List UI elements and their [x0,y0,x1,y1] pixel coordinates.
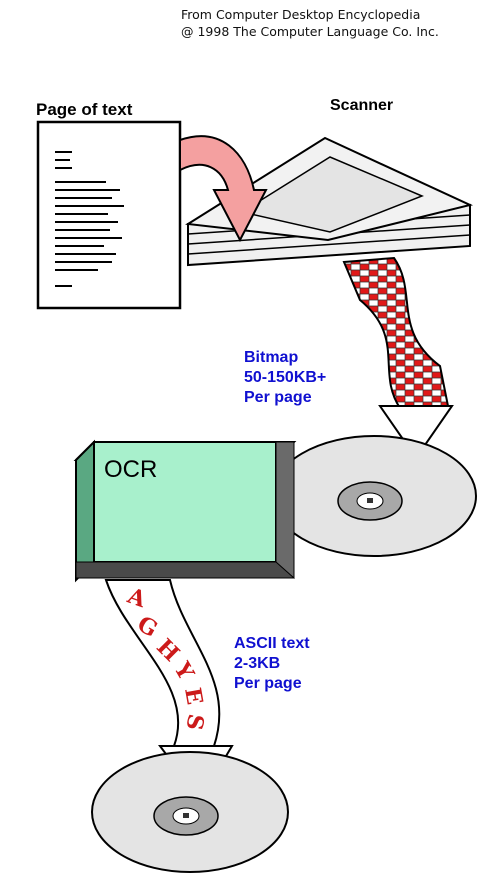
bitmap-label-line-3: Per page [244,389,312,406]
ribbon-letter-s: S [180,712,208,732]
scanner-device [185,136,474,267]
bitmap-label: Bitmap 50-150KB+ Per page [244,348,326,408]
credit-line-2: @ 1998 The Computer Language Co. Inc. [181,24,439,39]
bitmap-arrow-head [378,405,454,460]
bitmap-data-ribbon [342,256,450,410]
scanner-label: Scanner [330,97,394,114]
page-of-text-document [36,120,182,310]
page-to-scanner-arrow [179,135,268,243]
ascii-label-line-1: ASCII text [234,635,310,652]
document-text-lines [55,151,124,287]
bitmap-label-line-2: 50-150KB+ [244,369,327,386]
disk-bottom [91,751,289,873]
disk-top [271,435,477,557]
credit-line-1: From Computer Desktop Encyclopedia [181,7,421,22]
ocr-label: OCR [104,456,158,483]
page-of-text-label: Page of text [36,100,133,119]
ascii-label-line-2: 2-3KB [234,655,281,672]
ocr-box [73,439,297,583]
ribbon-letter-e: E [179,686,208,707]
ascii-label: ASCII text 2-3KB Per page [234,634,310,694]
ascii-label-line-3: Per page [234,675,302,692]
bitmap-label-line-1: Bitmap [244,349,299,366]
